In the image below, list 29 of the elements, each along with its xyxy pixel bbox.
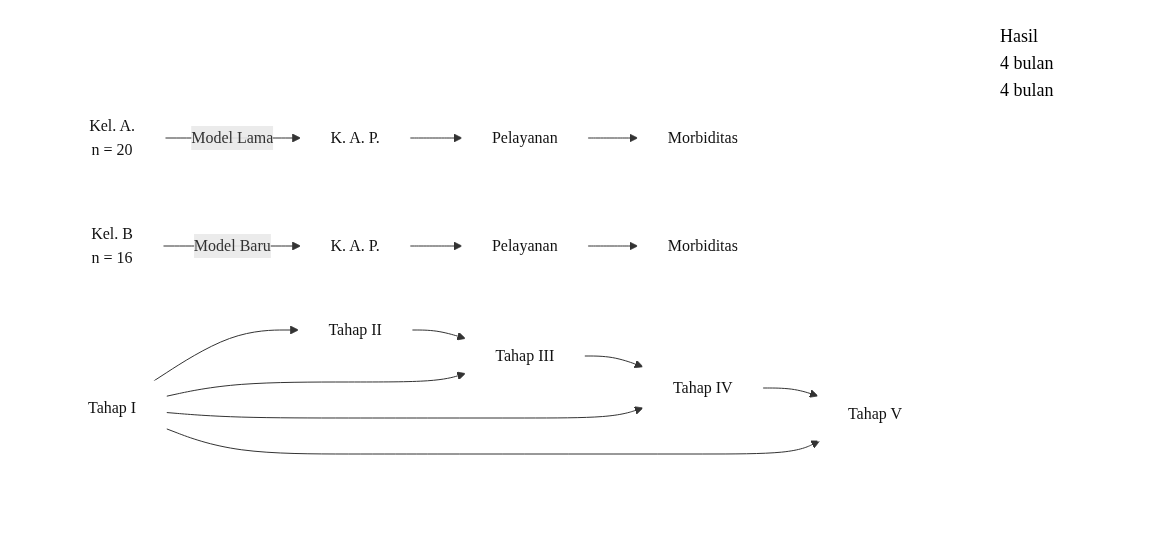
arrow (153, 325, 299, 382)
arrow (587, 133, 639, 143)
edge-label: Model Lama (191, 129, 274, 146)
node-text: Tahap I (88, 399, 137, 416)
node-text: K. A. P. (330, 237, 380, 254)
note-label: 4 bulan (1000, 53, 1055, 74)
arrow (411, 329, 466, 341)
node-text: Kel. B n = 16 (91, 225, 133, 266)
arrow (165, 428, 820, 455)
arrow (165, 406, 644, 419)
arrow (583, 355, 644, 369)
arrow (409, 133, 463, 143)
node-text: Morbiditas (667, 237, 738, 254)
node-text: Tahap V (847, 405, 902, 422)
node-text: K. A. P. (330, 129, 380, 146)
node-text: Tahap II (328, 321, 382, 338)
node-text: Morbiditas (667, 129, 738, 146)
node-text: Pelayanan (491, 129, 558, 146)
arrow (587, 241, 639, 251)
note-label: 4 bulan (1000, 80, 1055, 101)
note-label: Hasil (1000, 26, 1039, 47)
arrow (409, 241, 463, 251)
edge-label: Model Baru (193, 237, 271, 254)
arrow (165, 371, 466, 397)
node-text: Tahap IV (672, 379, 733, 396)
node-text: Tahap III (495, 347, 555, 364)
node-text: Pelayanan (491, 237, 558, 254)
node-text: Kel. A. n = 20 (89, 117, 135, 158)
arrow (762, 387, 819, 398)
